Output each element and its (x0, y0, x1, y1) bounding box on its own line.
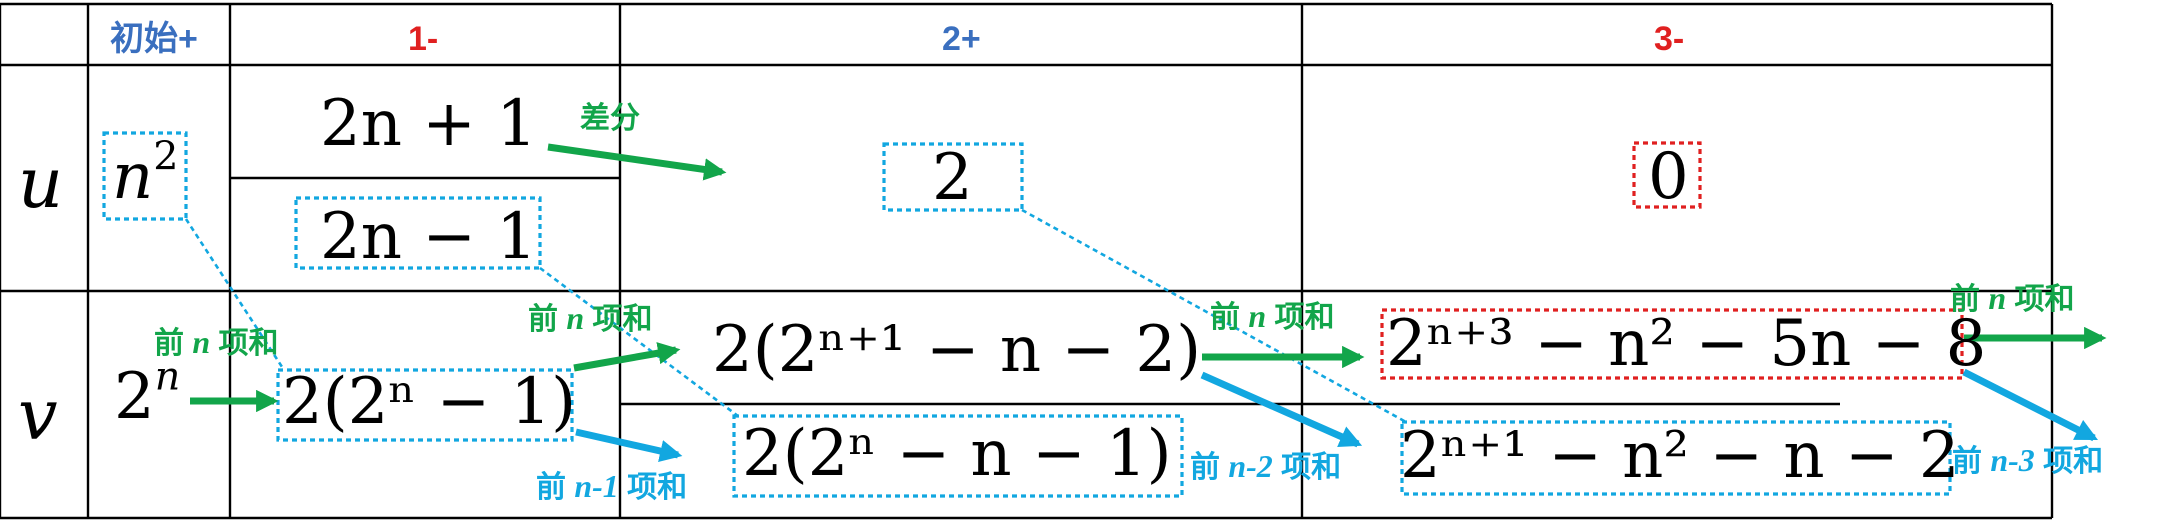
label-diff: 差分 (580, 102, 640, 135)
arrow-v-c1-to-c2 (573, 342, 681, 372)
label-sum-c1: 前 n 项和 (528, 300, 653, 336)
u-c1-top: 2n + 1 (320, 87, 537, 161)
u-init-value: n2 (112, 133, 179, 214)
label-sum-c3: 前 n 项和 (1950, 280, 2075, 316)
box-u-c1-bottom (294, 196, 542, 270)
arrow-v-c3-bottom-out (1962, 368, 2098, 442)
header-step-2: 2+ (942, 20, 981, 58)
v-c2-bottom: 2(2ⁿ − n − 1) (742, 417, 1172, 491)
u-c3-value: 0 (1648, 140, 1689, 214)
label-sum-n-minus-3: 前 n-3 项和 (1952, 442, 2104, 478)
label-sum-n-minus-2: 前 n-2 项和 (1190, 448, 1342, 484)
v-c3-bottom: 2ⁿ⁺¹ − n² − n − 2 (1400, 419, 1960, 493)
v-c3-top: 2ⁿ⁺³ − n² − 5n − 8 (1386, 307, 1987, 381)
v-c2-top: 2(2ⁿ⁺¹ − n − 2) (712, 313, 1202, 387)
connector-u-c2-to-v-c3 (1021, 208, 1407, 424)
u-c2-value: 2 (932, 141, 973, 215)
arrow-v-c1-to-c2-bottom (575, 428, 683, 462)
box-v-c2-bottom (732, 414, 1184, 498)
label-sum-c2: 前 n 项和 (1210, 298, 1335, 334)
arrow-diff (547, 143, 727, 181)
box-v-c3-top (1380, 308, 1964, 380)
u-c1-bottom: 2n − 1 (320, 200, 537, 274)
row-label-v: v (18, 374, 58, 456)
box-u-c2 (882, 142, 1024, 212)
header-step-1: 1- (408, 20, 439, 58)
label-sum-init: 前 n 项和 (154, 324, 279, 360)
v-init-value: 2n (114, 353, 181, 434)
header-step-3: 3- (1654, 20, 1685, 58)
box-v-c3-bottom (1400, 420, 1952, 496)
arrow-v-c2-to-c3-bottom (1200, 371, 1363, 448)
v-c1-value: 2(2ⁿ − 1) (282, 365, 577, 439)
box-u-c3 (1632, 141, 1702, 209)
row-label-u: u (18, 142, 64, 224)
box-u-init (102, 131, 188, 221)
label-sum-n-minus-1: 前 n-1 项和 (536, 468, 688, 504)
header-init-plus: 初始+ (110, 20, 198, 58)
connector-u-init-to-v-c1 (184, 218, 286, 371)
